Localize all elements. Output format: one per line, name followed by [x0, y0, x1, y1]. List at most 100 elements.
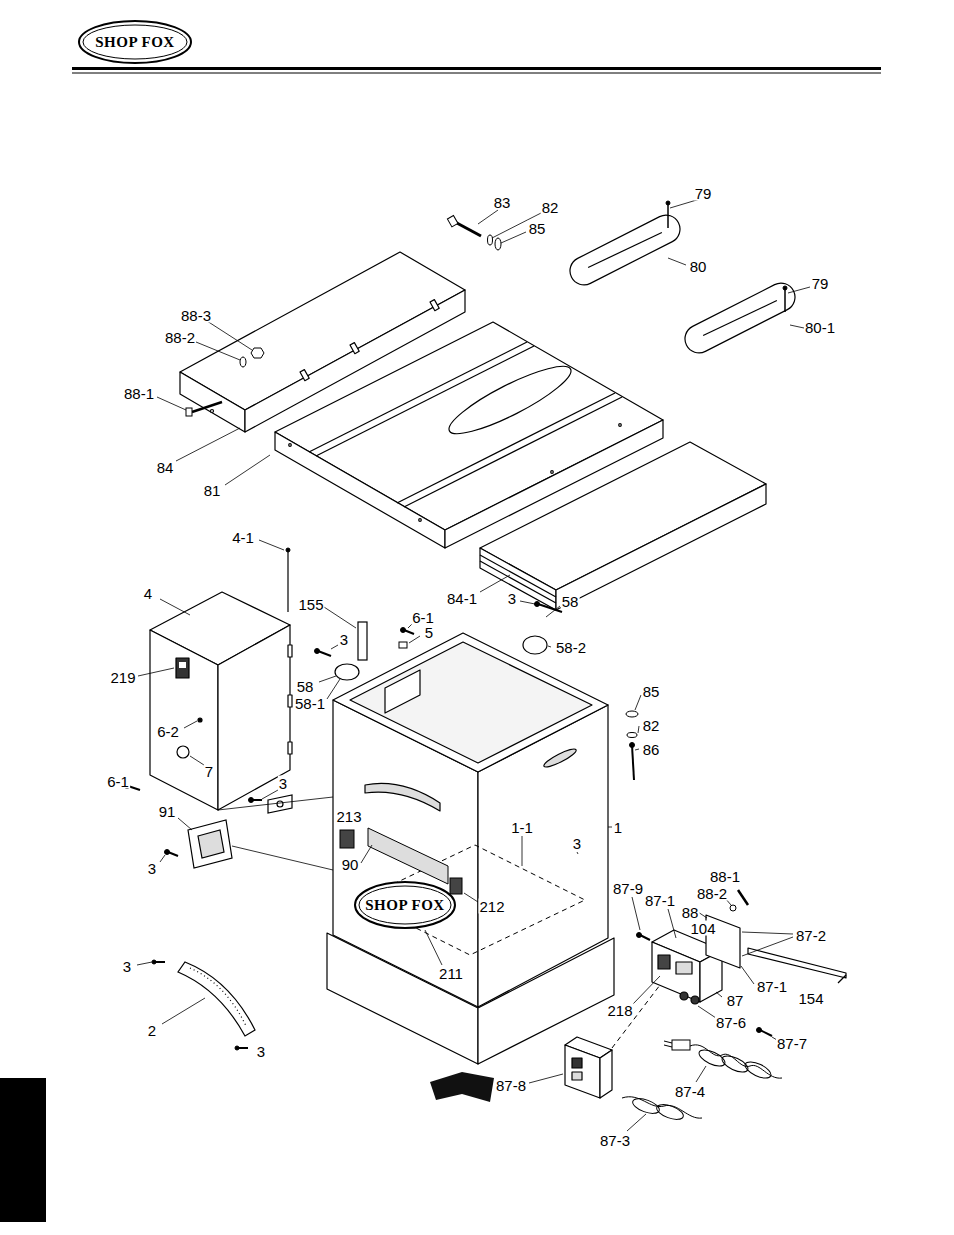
callout-number: 58-1 [294, 696, 326, 711]
switch-box [748, 948, 846, 978]
callout-number: 86 [642, 742, 661, 757]
leader-line [638, 726, 639, 733]
switch-box [680, 992, 688, 1000]
callout-number: 88-1 [709, 869, 741, 884]
screw [249, 798, 254, 803]
pin [784, 288, 786, 312]
switch-box [658, 955, 670, 969]
switch-box [652, 942, 700, 1002]
power-cord [664, 1045, 672, 1047]
extension-wing [551, 471, 554, 474]
cabinet [333, 633, 608, 772]
switch-box [676, 962, 692, 974]
screw [165, 850, 170, 855]
leader-line [608, 827, 612, 828]
motor-cover [150, 592, 292, 810]
bolt [192, 402, 222, 412]
leader-line [627, 1114, 646, 1131]
motor-cover [177, 746, 189, 758]
switch-box [691, 996, 699, 1004]
leader-line [716, 992, 722, 997]
callout-number: 84-1 [446, 591, 478, 606]
callout-number: 218 [606, 1003, 633, 1018]
bolt [738, 890, 748, 905]
motor-cover [179, 662, 186, 668]
power-cord [743, 1059, 773, 1082]
mount-disc [523, 636, 547, 654]
pin [287, 550, 288, 612]
sticker [368, 828, 448, 884]
pin [783, 286, 787, 290]
callout-number: 85 [528, 221, 547, 236]
callout-number: 211 [438, 966, 464, 981]
callout-number: 4-1 [231, 530, 255, 545]
sticker [450, 878, 462, 894]
leader-line [160, 855, 165, 862]
remote-switch [600, 1050, 612, 1098]
leader-line [196, 342, 240, 360]
side-tab [0, 1078, 46, 1222]
throat-plate [565, 210, 685, 289]
loose-part [430, 1072, 494, 1102]
extension-wing [430, 300, 439, 311]
callout-number: 213 [335, 809, 362, 824]
callout-number: 88-2 [164, 330, 196, 345]
bolt [488, 235, 493, 245]
leader-line [635, 695, 641, 710]
leader-line [361, 845, 372, 863]
callout-number: 82 [642, 718, 661, 733]
throat-plate [584, 233, 665, 268]
leader-line [501, 232, 526, 243]
motor-cover [288, 695, 292, 707]
callout-number: 88-2 [696, 886, 728, 901]
power-cord [622, 1040, 782, 1122]
callout-number: 4 [143, 586, 153, 601]
callout-number: 83 [493, 195, 512, 210]
logo-badge [79, 21, 191, 63]
leader-line [698, 1006, 716, 1018]
callout-number: 87-9 [612, 881, 644, 896]
assembly-line [232, 846, 333, 870]
power-cord [664, 1041, 672, 1043]
pin [667, 203, 669, 228]
leader-line [184, 721, 197, 728]
callout-number: 3 [256, 1044, 266, 1059]
mount-disc [335, 622, 547, 680]
screw [757, 1028, 762, 1033]
extension-wing [350, 343, 359, 354]
leader-line [319, 676, 336, 682]
bolt [495, 238, 501, 250]
table-top [275, 432, 445, 548]
callout-number: 85 [642, 684, 661, 699]
leader-line [520, 601, 535, 604]
switch-box [838, 975, 846, 983]
leader-line [478, 210, 498, 224]
extension-wing [480, 442, 766, 610]
callout-number: 104 [689, 921, 716, 936]
leader-line [522, 836, 523, 866]
scale-arc [178, 962, 255, 1036]
screw [401, 628, 406, 633]
callout-number: 154 [797, 991, 824, 1006]
leader-line [696, 1066, 706, 1082]
leader-line [668, 909, 676, 938]
mount-disc [335, 664, 359, 680]
assembly-line [218, 797, 333, 810]
callout-number: 1-1 [510, 820, 534, 835]
scale-arc [190, 968, 246, 1026]
throat-plate [565, 210, 800, 357]
leader-line [178, 818, 192, 830]
dust-port [188, 820, 232, 868]
bolt [251, 348, 264, 358]
extension-wing [556, 484, 766, 610]
leader-line [668, 258, 686, 265]
power-cord [655, 1102, 685, 1123]
assembly-line [218, 797, 333, 870]
leader-line [698, 912, 707, 918]
logo-badge [355, 882, 455, 928]
table-top [419, 519, 422, 522]
callout-number: 87-4 [674, 1084, 706, 1099]
throat-plate [680, 278, 800, 357]
callout-number: 91 [158, 804, 177, 819]
